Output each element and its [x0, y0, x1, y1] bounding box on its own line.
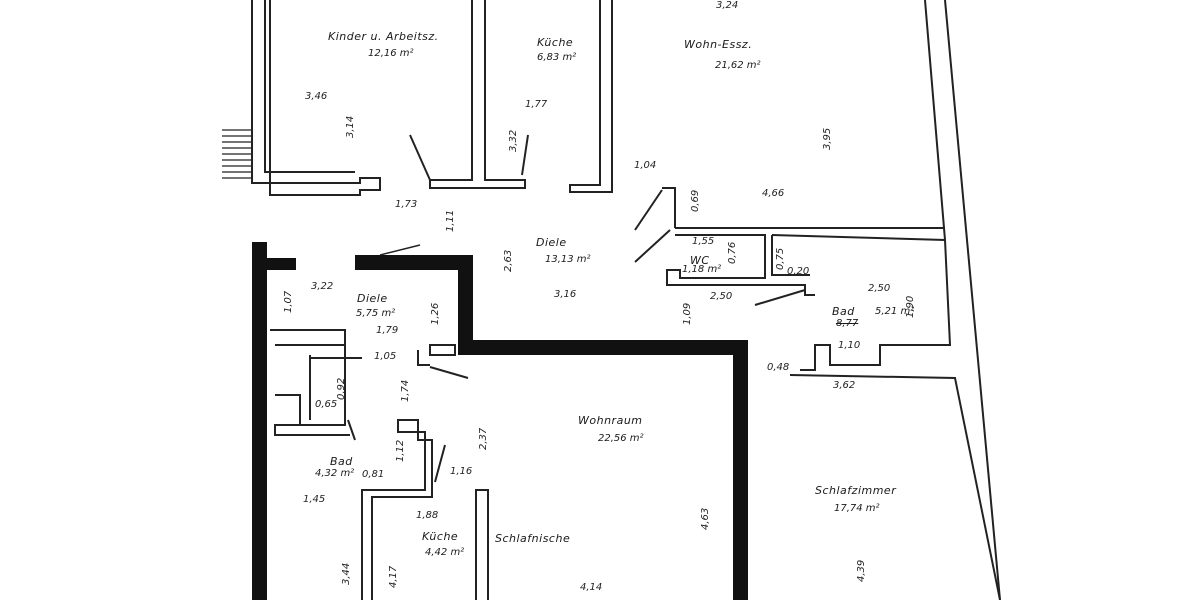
dimension: 1,88 [416, 510, 439, 521]
room-label: Schlafzimmer [815, 484, 897, 497]
dimension: 2,50 [710, 291, 733, 302]
dimension: 4,17 [388, 565, 399, 588]
room-area: 22,56 m² [598, 433, 644, 444]
room-area: 6,83 m² [537, 52, 577, 63]
dimension: 3,95 [822, 127, 833, 150]
dimension: 0,69 [690, 189, 701, 212]
dimension: 1,74 [400, 379, 411, 402]
room-area-note: 8,77 [836, 318, 859, 329]
dimension: 3,16 [554, 289, 577, 300]
room-area: 12,16 m² [368, 48, 414, 59]
dimension: 1,10 [838, 340, 861, 351]
room-label: Wohn-Essz. [684, 38, 753, 51]
room-area: 4,42 m² [425, 547, 465, 558]
dimension: 1,79 [376, 325, 399, 336]
room-area: 4,32 m² [315, 468, 355, 479]
dimension: 3,46 [305, 91, 328, 102]
dimension: 2,50 [868, 283, 891, 294]
dimension: 1,11 [445, 209, 456, 232]
room-area: 17,74 m² [834, 503, 880, 514]
dimension: 1,77 [525, 99, 548, 110]
bearing-walls [252, 242, 748, 600]
dimension: 0,75 [775, 247, 786, 270]
dimension: 4,14 [580, 582, 603, 593]
dimension: 4,39 [856, 559, 867, 582]
room-label: Diele [357, 292, 388, 305]
dimension: 1,90 [905, 295, 916, 318]
dimension: 0,48 [767, 362, 790, 373]
room-label: Küche [537, 36, 574, 49]
dimension: 3,14 [345, 115, 356, 138]
room-label: Kinder u. Arbeitsz. [328, 30, 439, 43]
room-area: 5,21 m² [875, 306, 915, 317]
dimension: 3,22 [311, 281, 334, 292]
dimension: 3,24 [716, 0, 739, 11]
dimension: 1,45 [303, 494, 326, 505]
dimension: 2,63 [503, 249, 514, 272]
dimension: 3,32 [508, 129, 519, 152]
dimension: 4,66 [762, 188, 785, 199]
stairs-hatch [222, 129, 252, 179]
room-label: Wohnraum [578, 414, 643, 427]
dimension: 1,16 [450, 466, 473, 477]
dimension: 1,07 [283, 290, 294, 313]
room-area: 5,75 m² [356, 308, 396, 319]
dimension: 0,76 [727, 241, 738, 264]
dimension: 0,20 [787, 266, 810, 277]
dimension: 3,44 [341, 562, 352, 585]
room-label: Schlafnische [495, 532, 571, 545]
room-label: Bad [330, 455, 353, 468]
room-label: Diele [536, 236, 567, 249]
dimension: 1,05 [374, 351, 397, 362]
dimension: 1,73 [395, 199, 418, 210]
room-label: Bad [832, 305, 855, 318]
room-label: WC [690, 254, 710, 267]
dimension: 3,62 [833, 380, 856, 391]
dimension: 1,26 [430, 302, 441, 325]
dimension: 1,04 [634, 160, 657, 171]
dimension: 0,92 [336, 377, 347, 400]
room-area: 21,62 m² [715, 60, 761, 71]
dimension: 1,12 [395, 439, 406, 462]
room-area: 1,18 m² [682, 264, 722, 275]
dimension: 4,63 [700, 507, 711, 530]
room-area: 13,13 m² [545, 254, 591, 265]
dimension: 1,09 [682, 302, 693, 325]
dimension: 1,55 [692, 236, 715, 247]
room-label: Küche [422, 530, 459, 543]
dimension: 0,65 [315, 399, 338, 410]
dimension: 0,81 [362, 469, 385, 480]
dimension: 2,37 [478, 427, 489, 450]
